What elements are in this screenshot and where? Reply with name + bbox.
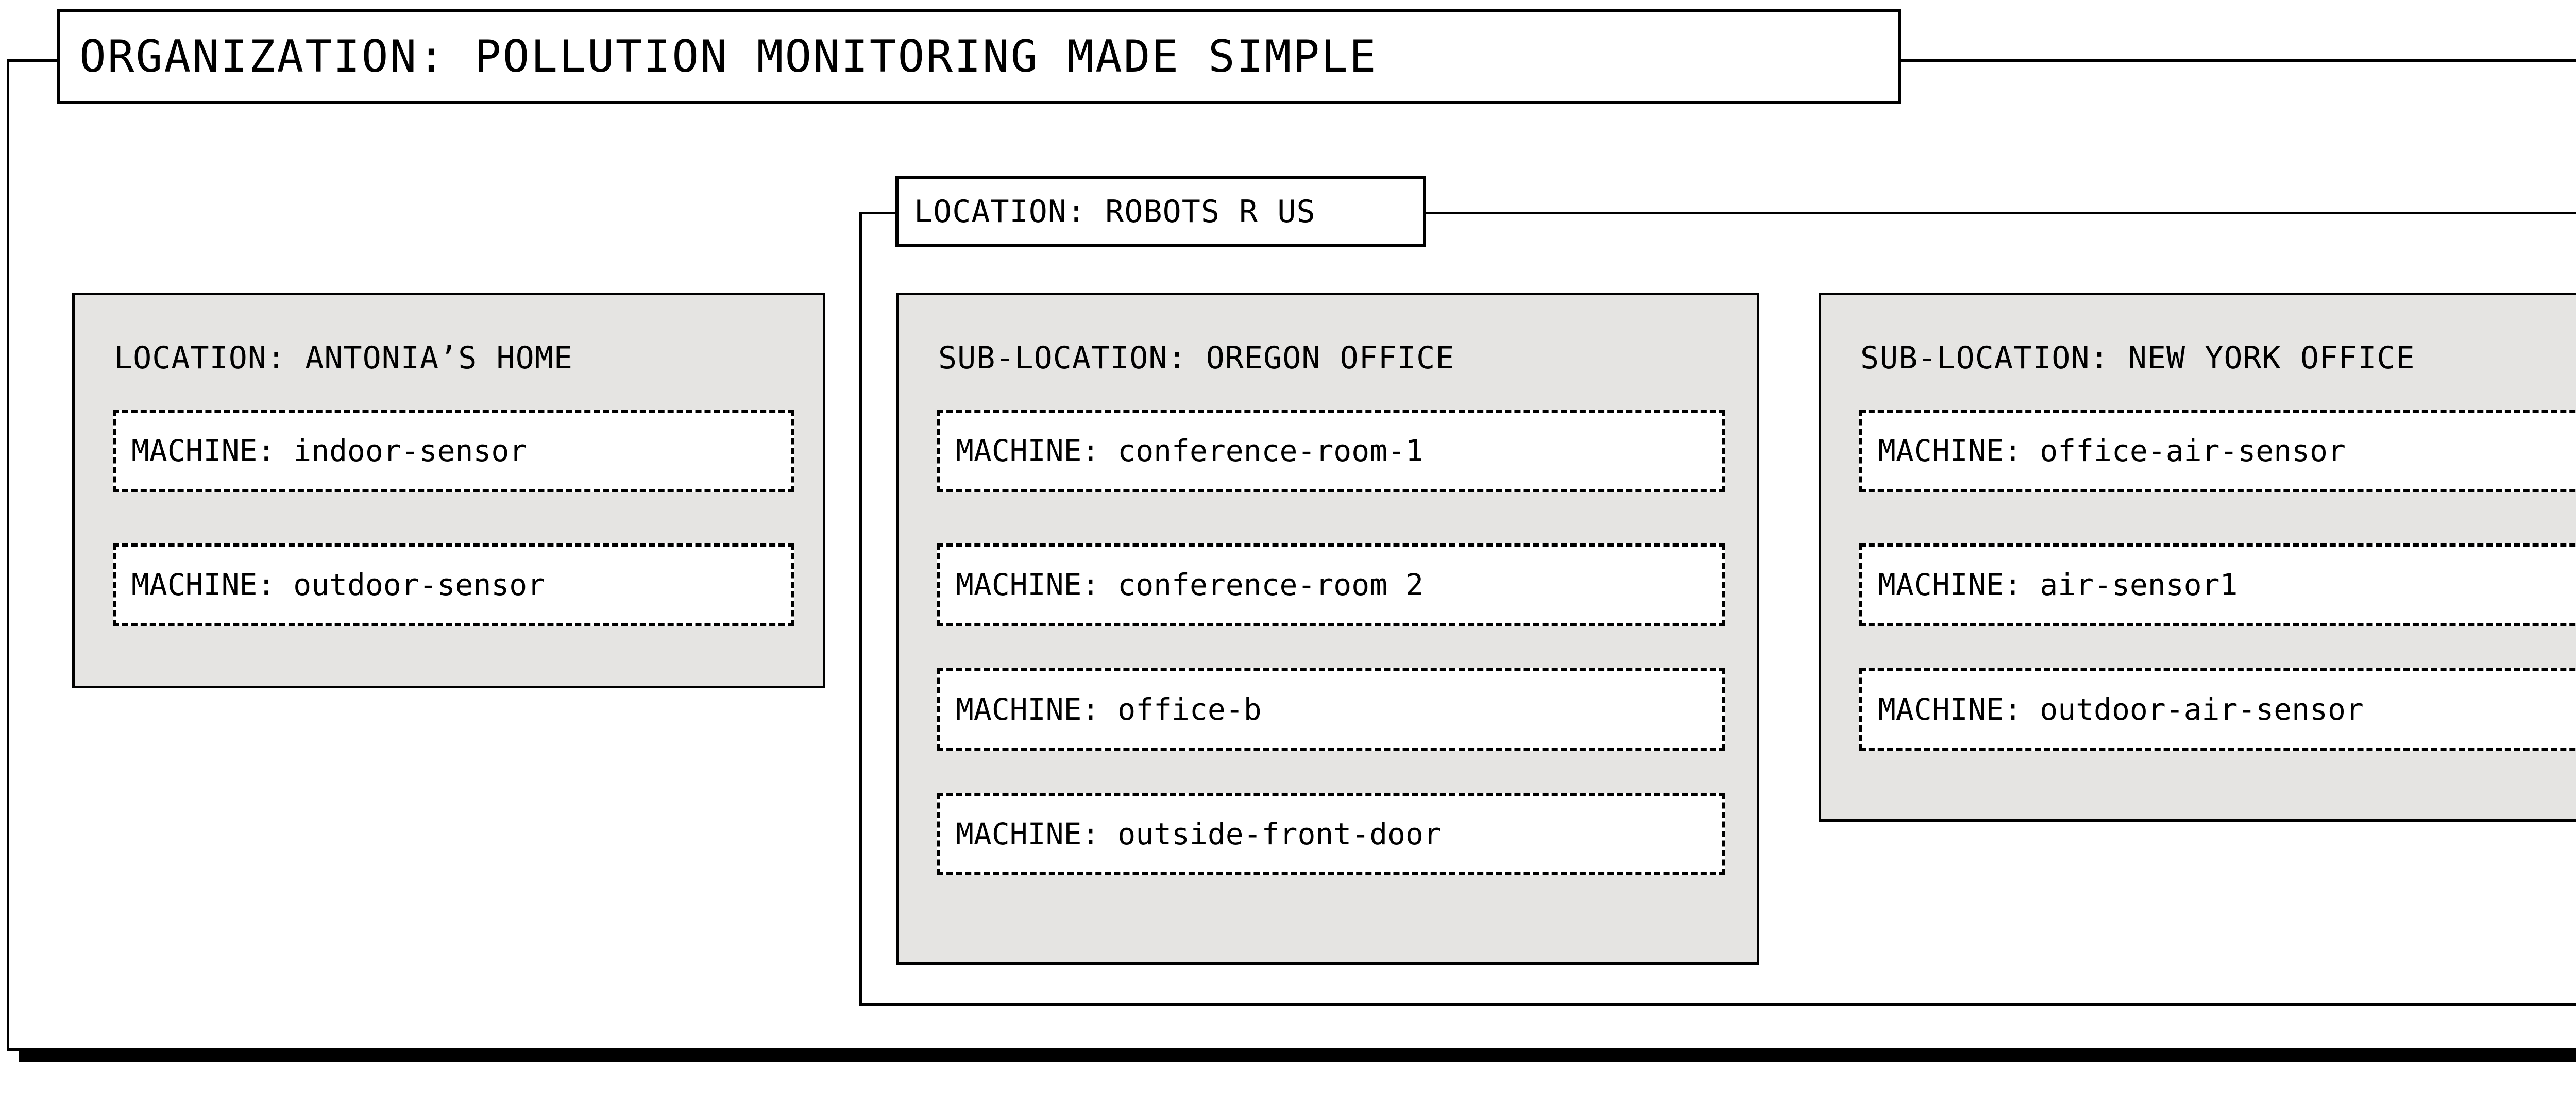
machine-label-air-sensor1: MACHINE: air-sensor1 [1878, 567, 2238, 602]
machine-box-outdoor-air-sensor[interactable]: MACHINE: outdoor-air-sensor [1859, 668, 2576, 751]
organization-legend-box: ORGANIZATION: POLLUTION MONITORING MADE … [57, 9, 1901, 104]
location-title-robots-r-us: LOCATION: ROBOTS R US [914, 194, 1316, 230]
machine-label-outdoor-air-sensor: MACHINE: outdoor-air-sensor [1878, 692, 2364, 727]
machine-box-office-air-sensor[interactable]: MACHINE: office-air-sensor [1859, 410, 2576, 492]
machine-box-conference-room-2[interactable]: MACHINE: conference-room 2 [937, 543, 1725, 626]
machine-label-conference-room-1: MACHINE: conference-room-1 [956, 433, 1423, 468]
machine-label-office-b: MACHINE: office-b [956, 692, 1262, 727]
sublocation-card-oregon-office[interactable]: SUB-LOCATION: OREGON OFFICE MACHINE: con… [896, 293, 1759, 965]
machine-box-air-sensor1[interactable]: MACHINE: air-sensor1 [1859, 543, 2576, 626]
sublocation-title-new-york-office: SUB-LOCATION: NEW YORK OFFICE [1860, 340, 2415, 376]
machine-box-outside-front-door[interactable]: MACHINE: outside-front-door [937, 793, 1725, 875]
location-title-antonias-home: LOCATION: ANTONIA’S HOME [114, 340, 573, 376]
location-card-antonias-home[interactable]: LOCATION: ANTONIA’S HOME MACHINE: indoor… [72, 293, 825, 688]
machine-box-office-b[interactable]: MACHINE: office-b [937, 668, 1725, 751]
organization-title: ORGANIZATION: POLLUTION MONITORING MADE … [79, 30, 1378, 82]
machine-box-conference-room-1[interactable]: MACHINE: conference-room-1 [937, 410, 1725, 492]
machine-label-outside-front-door: MACHINE: outside-front-door [956, 817, 1442, 852]
machine-label-indoor-sensor: MACHINE: indoor-sensor [131, 433, 528, 468]
machine-label-outdoor-sensor: MACHINE: outdoor-sensor [131, 567, 546, 602]
machine-box-indoor-sensor[interactable]: MACHINE: indoor-sensor [113, 410, 794, 492]
machine-label-conference-room-2: MACHINE: conference-room 2 [956, 567, 1423, 602]
sublocation-card-new-york-office[interactable]: SUB-LOCATION: NEW YORK OFFICE MACHINE: o… [1819, 293, 2576, 822]
machine-label-office-air-sensor: MACHINE: office-air-sensor [1878, 433, 2346, 468]
location-legend-box-robots-r-us: LOCATION: ROBOTS R US [895, 176, 1426, 247]
sublocation-title-oregon-office: SUB-LOCATION: OREGON OFFICE [938, 340, 1455, 376]
machine-box-outdoor-sensor[interactable]: MACHINE: outdoor-sensor [113, 543, 794, 626]
